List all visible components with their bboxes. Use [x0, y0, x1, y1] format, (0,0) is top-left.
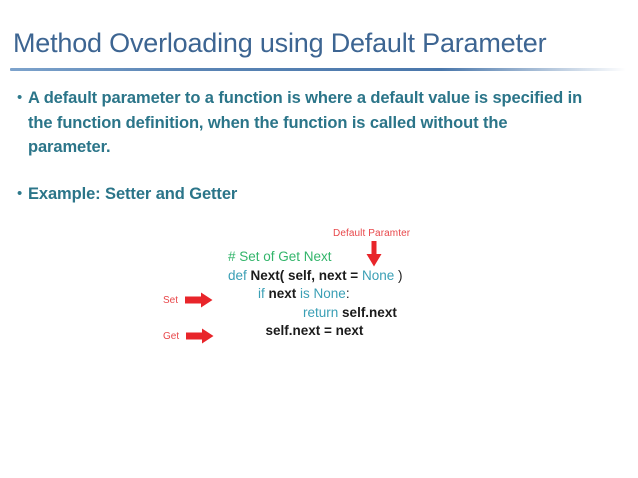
bullet-item-1: • A default parameter to a function is w…	[14, 86, 614, 160]
code-token-kw: None	[361, 267, 395, 283]
code-token-plain: Next( self, next =	[250, 267, 362, 283]
set-annotation-label: Set	[163, 294, 179, 306]
bullet-item-2-text: Example: Setter and Getter	[28, 185, 238, 203]
code-line: self.next = next	[228, 322, 402, 341]
code-snippet: # Set of Get Next def Next( self, next = …	[228, 248, 402, 341]
code-token-punct: :	[345, 286, 350, 301]
code-indent	[228, 323, 266, 338]
code-line: # Set of Get Next	[228, 248, 402, 267]
bullet-item-2: • Example: Setter and Getter	[14, 182, 414, 207]
code-token-plain: self.next = next	[265, 323, 364, 338]
default-parameter-annotation-label: Default Paramter	[333, 228, 411, 239]
page-title: Method Overloading using Default Paramet…	[13, 28, 547, 58]
code-indent	[228, 286, 258, 301]
title-divider	[10, 68, 626, 71]
code-line: if next is None:	[228, 285, 402, 304]
get-annotation-label: Get	[163, 330, 180, 342]
arrow-right-icon	[186, 328, 214, 344]
set-annotation: Set	[163, 292, 213, 308]
bullet-marker-icon: •	[17, 185, 23, 202]
code-indent	[228, 305, 303, 320]
code-token-punct: )	[394, 267, 403, 283]
code-token-plain: next	[268, 286, 301, 301]
arrow-down-icon	[366, 241, 382, 267]
code-line: def Next( self, next = None )	[228, 267, 402, 286]
code-token-comment: # Set of Get Next	[228, 249, 332, 264]
code-token-kw: is None	[300, 286, 346, 301]
get-annotation: Get	[163, 328, 214, 344]
code-token-kw: def	[228, 267, 251, 283]
bullet-item-1-text: A default parameter to a function is whe…	[28, 89, 583, 156]
code-line: return self.next	[228, 304, 402, 323]
arrow-right-icon	[185, 292, 213, 308]
code-token-kw: return	[303, 304, 343, 320]
bullet-marker-icon: •	[17, 89, 23, 106]
code-token-plain: self.next	[342, 304, 397, 320]
code-token-kw: if	[258, 286, 269, 301]
